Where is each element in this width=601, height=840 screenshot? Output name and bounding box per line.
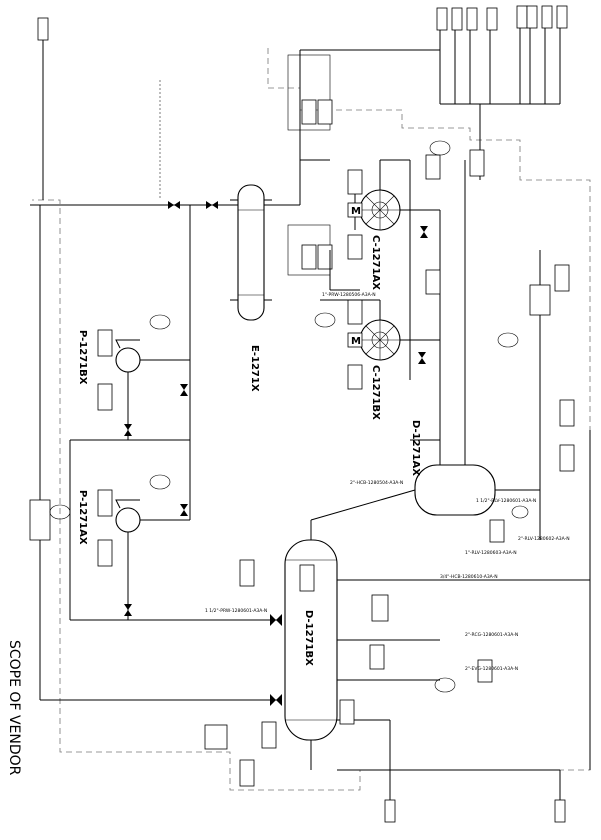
compressor-piping (287, 54, 466, 440)
exchanger-e1271x: E-1271X (230, 184, 272, 392)
c1271ax-tag: C-1271AX (370, 235, 381, 290)
label-hcb-1280610: 3/4"-HCB-1280610-A3A-N (440, 574, 498, 580)
label-prw-1280506: 1"-PRW-1280506-A3A-N (322, 292, 376, 298)
main-header (30, 49, 441, 209)
pump-loop (29, 205, 282, 706)
label-evg-1280601: 2"-EVG-1280601-A3A-N (465, 666, 518, 672)
label-rlv-1280603: 1"-RLV-1280603-A3A-N (465, 550, 517, 556)
vessel-d1271ax: D-1271AX (410, 140, 575, 543)
scope-title: SCOPE OF VENDOR (6, 640, 22, 776)
label-hcb-1280504: 2"-HCB-1280504-A3A-N (350, 480, 403, 486)
p1271bx-tag: P-1271BX (77, 330, 88, 385)
pump-p1271ax: P-1271AX (77, 474, 190, 620)
label-rlv-1280602: 2"-RLV-1280602-A3A-N (518, 536, 570, 542)
bottom-lines (159, 80, 591, 823)
p1271ax-tag: P-1271AX (77, 490, 88, 545)
d1271ax-tag: D-1271AX (410, 420, 421, 476)
label-prw-1280601: 1 1/2"-PRW-1280601-A3A-N (205, 608, 267, 614)
d1271bx-tag: D-1271BX (303, 610, 314, 666)
compressor-c1271bx: M C-1271BX (347, 300, 440, 420)
label-rcg-1280601: 2"-RCG-1280601-A3A-N (465, 632, 518, 638)
compressor-c1271ax: M C-1271AX (347, 159, 440, 290)
svg-text:M: M (351, 336, 361, 347)
e1271x-tag: E-1271X (249, 345, 260, 392)
label-rlv-1280601: 1 1/2"-RLV-1280601-A3A-N (476, 498, 536, 504)
c1271bx-tag: C-1271BX (370, 365, 381, 420)
svg-text:M: M (351, 206, 361, 217)
top-lines (37, 5, 568, 200)
pump-p1271bx: P-1271BX (77, 314, 190, 440)
line-labels: 1"-PRW-1280506-A3A-N 1 1/2"-PRW-1280601-… (205, 292, 570, 672)
vessel-d1271bx: D-1271BX (204, 489, 590, 800)
